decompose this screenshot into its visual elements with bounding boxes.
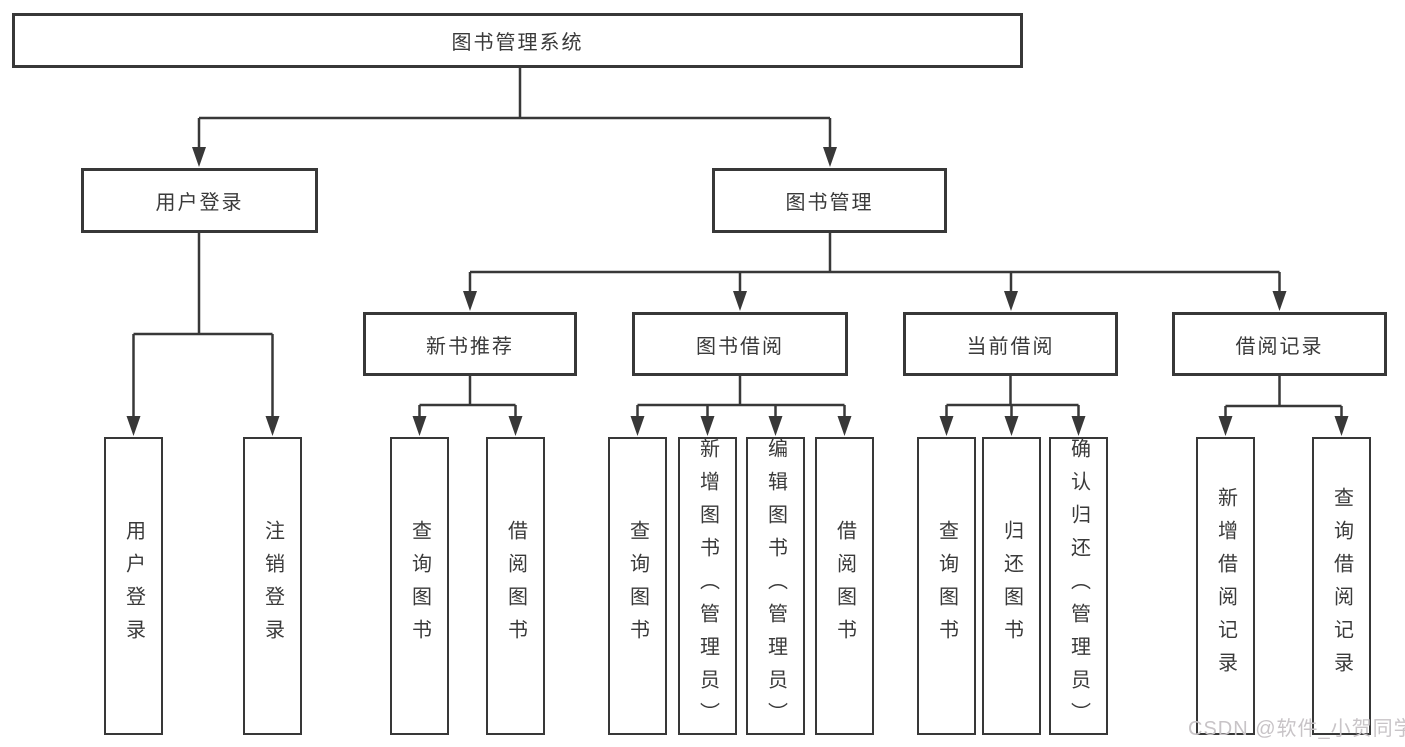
node-book-borrowing: 图书借阅 xyxy=(632,312,848,376)
arrowheads xyxy=(126,147,1349,436)
node-root-label: 图书管理系统 xyxy=(451,32,584,54)
leaf-logout-login: 注销登录 xyxy=(243,437,302,735)
node-current-borrowing: 当前借阅 xyxy=(903,312,1118,376)
node-new-book-recommend: 新书推荐 xyxy=(363,312,577,376)
node-current-borrowing-label: 当前借阅 xyxy=(966,335,1055,358)
leaf-query-books-recommend-label: 查询图书 xyxy=(408,520,431,652)
leaf-add-books-admin-label: 新增图书（管理员） xyxy=(696,437,719,735)
leaf-borrow-books-recommend: 借阅图书 xyxy=(486,437,545,735)
leaf-borrow-books-borrowing-label: 借阅图书 xyxy=(833,520,856,652)
leaf-user-login-label: 用户登录 xyxy=(122,520,145,652)
leaf-edit-books-admin-label: 编辑图书（管理员） xyxy=(764,437,787,735)
leaf-add-books-admin: 新增图书（管理员） xyxy=(678,437,737,735)
leaf-confirm-return-admin-label: 确认归还（管理员） xyxy=(1067,437,1090,735)
node-book-management-label: 图书管理 xyxy=(785,192,874,214)
node-user-login: 用户登录 xyxy=(81,168,318,233)
leaf-query-books-current-label: 查询图书 xyxy=(935,520,958,652)
node-book-borrowing-label: 图书借阅 xyxy=(696,335,784,358)
leaf-return-books-label: 归还图书 xyxy=(1000,520,1023,652)
leaf-borrow-books-recommend-label: 借阅图书 xyxy=(504,520,527,652)
leaf-query-books-recommend: 查询图书 xyxy=(390,437,449,735)
node-borrow-records-label: 借阅记录 xyxy=(1235,335,1324,358)
leaf-return-books: 归还图书 xyxy=(982,437,1041,735)
leaf-add-borrow-record-label: 新增借阅记录 xyxy=(1214,487,1237,685)
leaf-query-books-borrowing: 查询图书 xyxy=(608,437,667,735)
leaf-logout-login-label: 注销登录 xyxy=(261,520,284,652)
leaf-user-login: 用户登录 xyxy=(104,437,163,735)
node-book-management: 图书管理 xyxy=(712,168,947,233)
node-user-login-label: 用户登录 xyxy=(155,192,244,214)
leaf-query-books-borrowing-label: 查询图书 xyxy=(626,520,649,652)
leaf-query-borrow-record-label: 查询借阅记录 xyxy=(1330,487,1353,685)
node-root: 图书管理系统 xyxy=(12,13,1023,68)
leaf-edit-books-admin: 编辑图书（管理员） xyxy=(746,437,805,735)
leaf-query-borrow-record: 查询借阅记录 xyxy=(1312,437,1371,735)
node-new-book-recommend-label: 新书推荐 xyxy=(426,335,514,358)
watermark: CSDN @软件_小贺同学 xyxy=(1188,718,1405,740)
node-borrow-records: 借阅记录 xyxy=(1172,312,1387,376)
leaf-confirm-return-admin: 确认归还（管理员） xyxy=(1049,437,1108,735)
leaf-add-borrow-record: 新增借阅记录 xyxy=(1196,437,1255,735)
leaf-query-books-current: 查询图书 xyxy=(917,437,976,735)
leaf-borrow-books-borrowing: 借阅图书 xyxy=(815,437,874,735)
